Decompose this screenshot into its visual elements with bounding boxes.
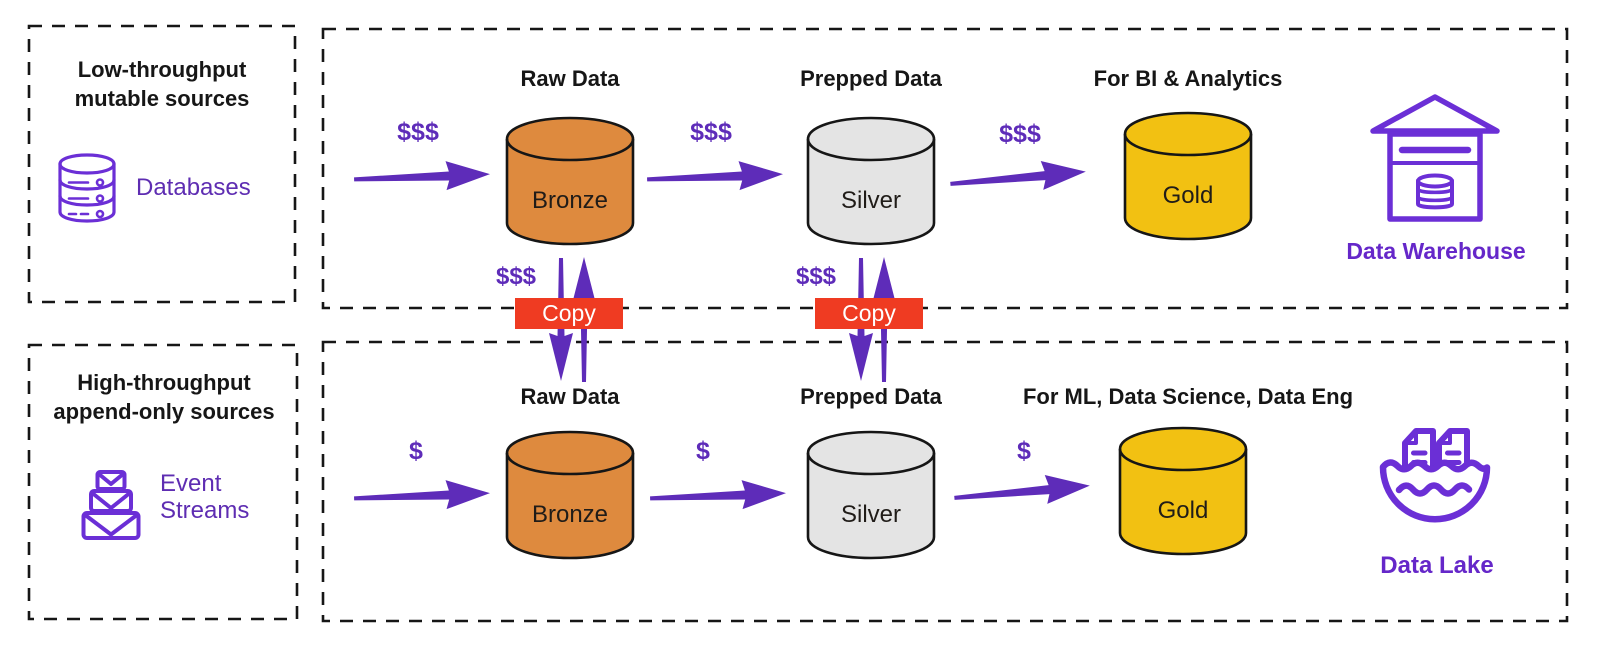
warehouse-pipeline-panel-border	[321, 27, 1569, 310]
tier-label: Gold	[1162, 182, 1214, 209]
bronze-cylinder-warehouse: Bronze	[503, 113, 637, 249]
data-warehouse-icon	[1370, 90, 1500, 230]
flow-arrow-icon	[351, 468, 493, 522]
panel-title-line: High-throughput	[77, 370, 251, 395]
panel-title-line: append-only sources	[53, 399, 275, 424]
tier-label: Bronze	[531, 187, 609, 214]
copy-chip: Copy	[815, 298, 923, 329]
lake-pipeline-panel-border	[321, 340, 1569, 623]
stage-header-bi-analytics: For BI & Analytics	[1093, 66, 1283, 91]
tier-label: Bronze	[531, 501, 609, 528]
high-throughput-panel-border	[27, 343, 299, 621]
tier-label: Silver	[840, 187, 901, 214]
flow-arrow-icon	[950, 460, 1094, 521]
event-streams-label-line: Event	[160, 470, 222, 497]
flow-arrow-icon	[647, 468, 789, 522]
low-throughput-panel-border	[27, 24, 297, 304]
data-lake-label: Data Lake	[1380, 552, 1494, 579]
databases-icon	[57, 153, 117, 228]
cost-label: $	[696, 437, 710, 465]
flow-arrow-icon	[351, 149, 493, 203]
high-throughput-panel-title: High-throughput append-only sources	[38, 368, 290, 426]
silver-cylinder-warehouse: Silver	[804, 113, 938, 249]
copy-cost-label: $$$	[795, 263, 837, 290]
stage-header-raw-data-lake: Raw Data	[520, 384, 620, 409]
copy-chip: Copy	[515, 298, 623, 329]
cost-label: $$$	[690, 118, 732, 146]
stage-header-raw-data-warehouse: Raw Data	[520, 66, 620, 91]
flow-arrow-icon	[946, 146, 1090, 207]
event-streams-label-line: Streams	[160, 497, 250, 524]
tier-label: Gold	[1157, 497, 1209, 524]
event-streams-icon	[81, 470, 141, 545]
gold-cylinder-warehouse: Gold	[1121, 108, 1255, 244]
stage-header-ml-data-science: For ML, Data Science, Data Eng	[1022, 384, 1354, 409]
low-throughput-panel-title: Low-throughput mutable sources	[38, 55, 286, 113]
panel-title-line: Low-throughput	[77, 57, 247, 82]
cost-label: $$$	[999, 120, 1041, 148]
cost-label: $$$	[397, 118, 439, 146]
tier-label: Silver	[840, 501, 901, 528]
cost-label: $	[409, 437, 423, 465]
panel-title-line: mutable sources	[74, 86, 250, 111]
event-streams-label: Event Streams	[160, 470, 249, 524]
gold-cylinder-lake: Gold	[1116, 423, 1250, 559]
data-lake-icon	[1378, 414, 1492, 535]
stage-header-prepped-data-warehouse: Prepped Data	[800, 66, 942, 91]
bronze-cylinder-lake: Bronze	[503, 427, 637, 563]
silver-cylinder-lake: Silver	[804, 427, 938, 563]
copy-cost-label: $$$	[495, 263, 537, 290]
flow-arrow-icon	[644, 149, 786, 203]
databases-label: Databases	[136, 174, 251, 201]
stage-header-prepped-data-lake: Prepped Data	[800, 384, 942, 409]
data-warehouse-label: Data Warehouse	[1346, 238, 1526, 264]
cost-label: $	[1017, 437, 1031, 465]
